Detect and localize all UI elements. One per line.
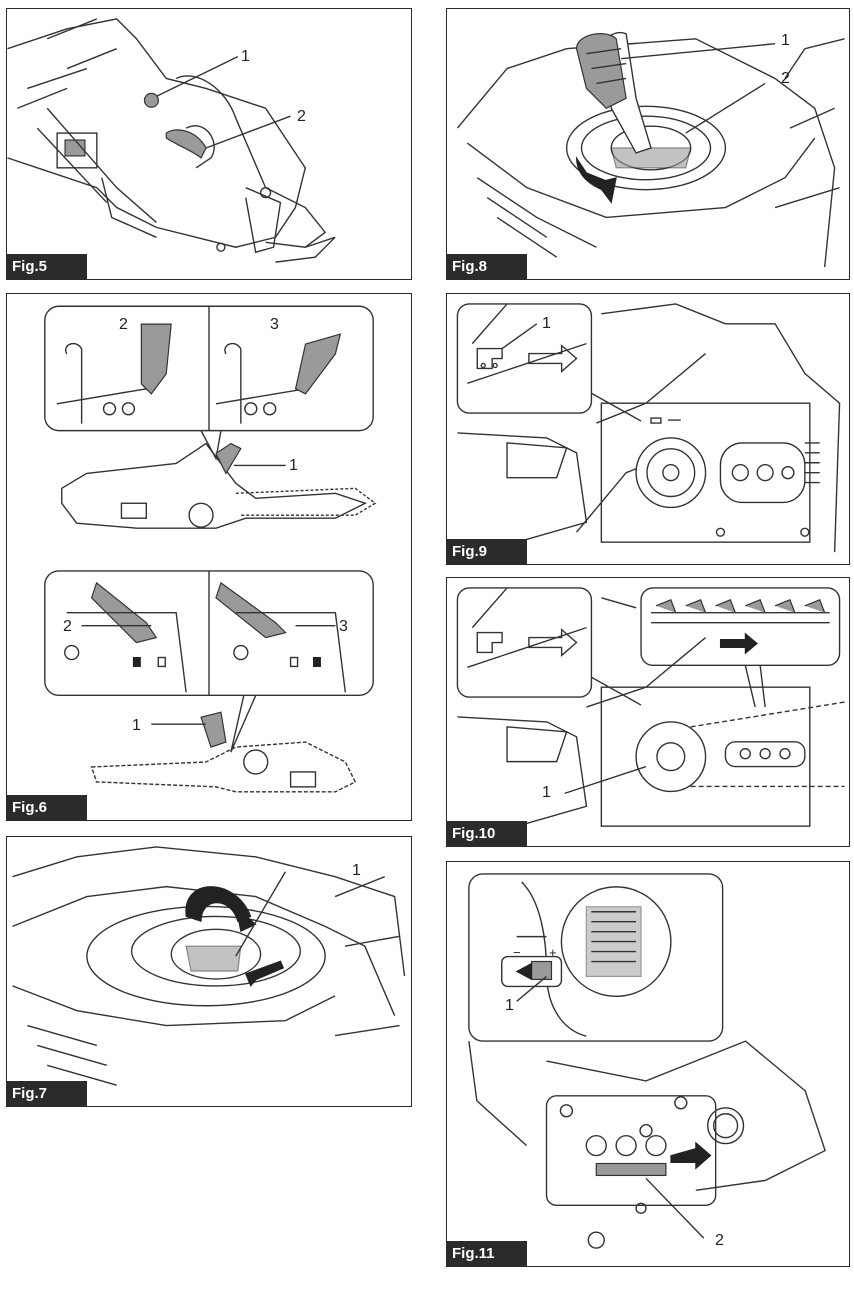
figure-6-panel: 2 3 1 2 3 1 Fig.6 [6, 293, 412, 821]
fig7-callout-1: 1 [352, 862, 361, 879]
fig10-label: Fig.10 [447, 821, 527, 846]
figure-11-panel: − + 1 2 Fig.11 [446, 861, 850, 1267]
fig11-callout-1: 1 [505, 997, 514, 1014]
oil-cap-lever-illustration [12, 846, 406, 1086]
fig5-callout-2: 2 [297, 108, 306, 125]
fig6-label: Fig.6 [7, 795, 87, 820]
fig7-label: Fig.7 [7, 1081, 87, 1106]
fig6-callout-2-bottom: 2 [63, 618, 72, 635]
fig8-callout-2: 2 [781, 70, 790, 87]
fig9-label: Fig.9 [447, 539, 527, 564]
fig9-callout-1: 1 [542, 315, 551, 332]
figure-9-panel: 1 Fig.9 [446, 293, 850, 565]
sprocket-direction-illustration [456, 303, 841, 553]
chain-installation-illustration [456, 587, 845, 827]
fig5-label: Fig.5 [7, 254, 87, 279]
fig11-callout-2: 2 [715, 1232, 724, 1249]
fig6-callout-1-top: 1 [289, 457, 298, 474]
fig8-callout-1: 1 [781, 32, 790, 49]
fig10-callout-1: 1 [542, 784, 551, 801]
figure-7-panel: 1 Fig.7 [6, 836, 412, 1107]
chainsaw-handle-illustration [7, 18, 336, 263]
fig11-plus-sign: + [549, 945, 557, 960]
figure-5-panel: 1 2 Fig.5 [6, 8, 412, 280]
chain-brake-illustration [44, 305, 377, 793]
fig11-minus-sign: − [513, 945, 521, 960]
chain-tension-adjust-illustration [468, 873, 826, 1249]
fig6-callout-2-top: 2 [119, 316, 128, 333]
fig6-callout-1-bottom: 1 [132, 717, 141, 734]
figure-8-panel: 1 2 Fig.8 [446, 8, 850, 280]
fig6-callout-3-bottom: 3 [339, 618, 348, 635]
fig8-label: Fig.8 [447, 254, 527, 279]
fig5-callout-1: 1 [241, 48, 250, 65]
fig11-label: Fig.11 [447, 1241, 527, 1266]
figure-10-panel: 1 Fig.10 [446, 577, 850, 847]
oil-cap-removal-illustration [456, 31, 845, 268]
fig6-callout-3-top: 3 [270, 316, 279, 333]
